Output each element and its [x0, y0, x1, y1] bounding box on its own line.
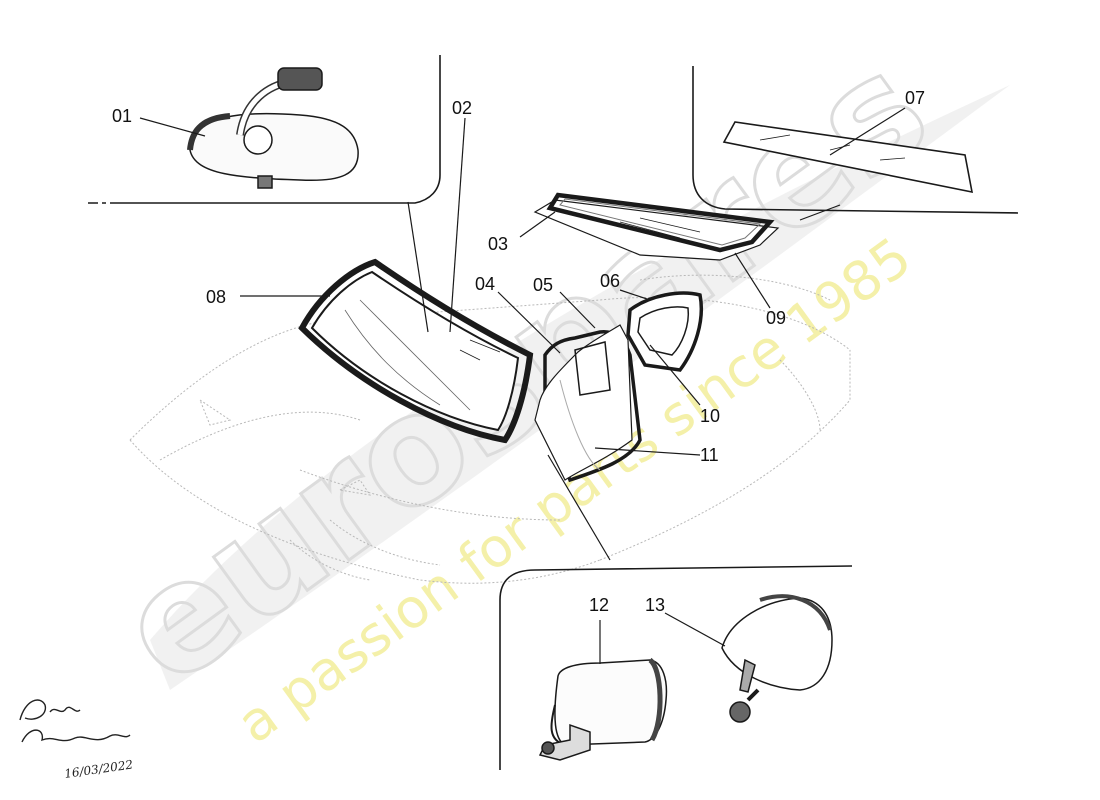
- door-mirror-part-12: [538, 657, 668, 761]
- leader-11: [594, 447, 701, 456]
- top-right-panel-frame: [692, 66, 1019, 214]
- callout-12: 12: [589, 595, 609, 615]
- windscreen-part-08-02: [298, 258, 534, 444]
- callout-02: 02: [452, 98, 472, 118]
- leader-05: [559, 291, 596, 329]
- leader-panel-bottom: [547, 454, 611, 561]
- callout-leaders: [139, 107, 906, 664]
- leader-02: [449, 117, 466, 333]
- quarter-glass-part-06-10: [626, 291, 704, 372]
- callout-10: 10: [700, 406, 720, 426]
- signature-scribble: [19, 699, 131, 743]
- glass-strip-part-07: [722, 121, 974, 194]
- bottom-panel-frame: [499, 565, 853, 770]
- panel-frames: [88, 55, 1019, 770]
- callout-03: 03: [488, 234, 508, 254]
- callout-05: 05: [533, 275, 553, 295]
- door-mirror-part-13: [721, 594, 833, 723]
- callout-06: 06: [600, 271, 620, 291]
- leader-06: [619, 289, 651, 301]
- leader-04: [497, 291, 561, 354]
- callout-11: 11: [700, 445, 719, 465]
- leader-10: [649, 344, 701, 406]
- signature-date: 16/03/2022: [63, 757, 133, 780]
- leader-09: [734, 252, 771, 309]
- rear-view-mirror-part-01: [187, 67, 359, 189]
- callout-08: 08: [206, 287, 226, 307]
- leader-panel-top-left: [407, 201, 429, 333]
- callout-01: 01: [112, 106, 132, 126]
- leader-panel-top-right: [799, 204, 841, 221]
- rear-window-part-03-09: [533, 192, 780, 261]
- leader-03: [519, 211, 556, 238]
- callout-04: 04: [475, 274, 495, 294]
- door-glass-part-04-05-11: [534, 324, 642, 483]
- top-left-panel-frame: [110, 55, 441, 204]
- car-body-outline: [129, 274, 851, 584]
- callout-labels: 01 02 03 04 05 06 07 08 09 10 11 12 13: [112, 88, 925, 615]
- leader-13: [664, 612, 726, 647]
- leader-01: [139, 117, 206, 137]
- callout-13: 13: [645, 595, 665, 615]
- leader-07: [829, 107, 906, 156]
- callout-09: 09: [766, 308, 786, 328]
- callout-07: 07: [905, 88, 925, 108]
- signature: 16/03/2022: [19, 699, 134, 781]
